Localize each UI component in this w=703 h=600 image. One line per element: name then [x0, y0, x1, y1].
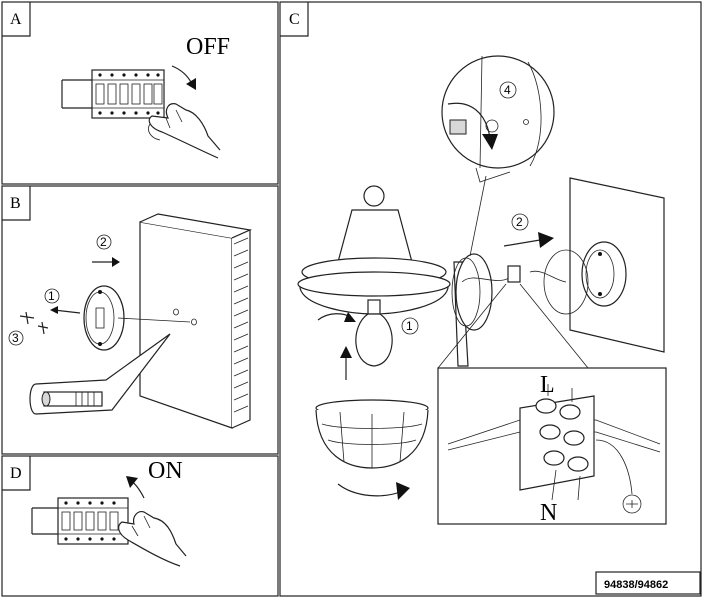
panel-b-letter: B	[10, 195, 21, 212]
panel-b-step-1-marker: 1	[44, 288, 60, 304]
panel-d-letter: D	[10, 465, 22, 482]
panel-d-label-box: D	[2, 456, 31, 491]
panel-c-bulb	[355, 299, 393, 367]
panel-c-up-arrow	[340, 346, 352, 380]
panel-c-rotate-arrow	[337, 482, 410, 500]
panel-b-screws	[19, 311, 49, 335]
panel-c-lamp-body	[297, 185, 521, 367]
panel-c-step-2-number: 2	[516, 215, 523, 229]
panel-c-step-4-marker: 4	[499, 81, 517, 99]
panel-c-detail-circle	[441, 55, 555, 257]
panel-c-label-box: C	[280, 2, 309, 37]
panel-c-screw-bulb-arrow	[317, 312, 356, 322]
panel-b-step-2-marker: 2	[96, 234, 112, 250]
panel-c-step-1-number: 1	[406, 319, 413, 333]
panel-b-wall	[139, 213, 253, 429]
panel-b-step-3-marker: 3	[8, 330, 24, 346]
panel-b-step-1-number: 1	[48, 289, 55, 303]
panel-c-live-label: L	[540, 372, 555, 398]
panel-c-glass-cover	[315, 399, 429, 469]
panel-b-push-arrow	[92, 257, 120, 267]
panel-c-step-1-marker: 1	[401, 317, 419, 335]
panel-c-wall	[529, 177, 665, 353]
panel-c-terminal-inset	[437, 283, 667, 525]
panel-b-step-2-number: 2	[100, 235, 107, 249]
panel-a-breaker-illustration	[61, 69, 221, 159]
product-code-box: 94838/94862	[595, 571, 701, 595]
panel-c-detail-arrow	[447, 102, 499, 150]
product-code: 94838/94862	[604, 579, 668, 591]
panel-b-step-3-number: 3	[12, 331, 19, 345]
panel-c-letter: C	[289, 11, 300, 28]
panel-d-breaker-illustration	[31, 497, 187, 567]
panel-c-push-arrow	[503, 232, 554, 248]
panel-c-frame	[279, 1, 702, 597]
panel-d-on-arrow	[126, 476, 145, 499]
panel-a-off-label: OFF	[186, 34, 230, 60]
panel-d-frame	[1, 455, 279, 597]
panel-b-anchor-callout	[29, 333, 171, 415]
panel-c-step-4-number: 4	[504, 83, 511, 97]
panel-b-frame	[1, 185, 279, 455]
panel-b-screw-arrow	[50, 306, 81, 314]
panel-a-frame	[1, 1, 279, 185]
panel-c-neutral-label: N	[540, 500, 557, 526]
panel-a-label-box: A	[2, 2, 31, 37]
panel-d-on-label: ON	[148, 458, 183, 484]
panel-a-off-arrow	[171, 65, 196, 90]
panel-b-label-box: B	[2, 186, 31, 221]
panel-c-step-2-marker: 2	[511, 213, 529, 231]
panel-a-letter: A	[10, 11, 22, 28]
panel-b-mounting-plate	[83, 285, 191, 351]
